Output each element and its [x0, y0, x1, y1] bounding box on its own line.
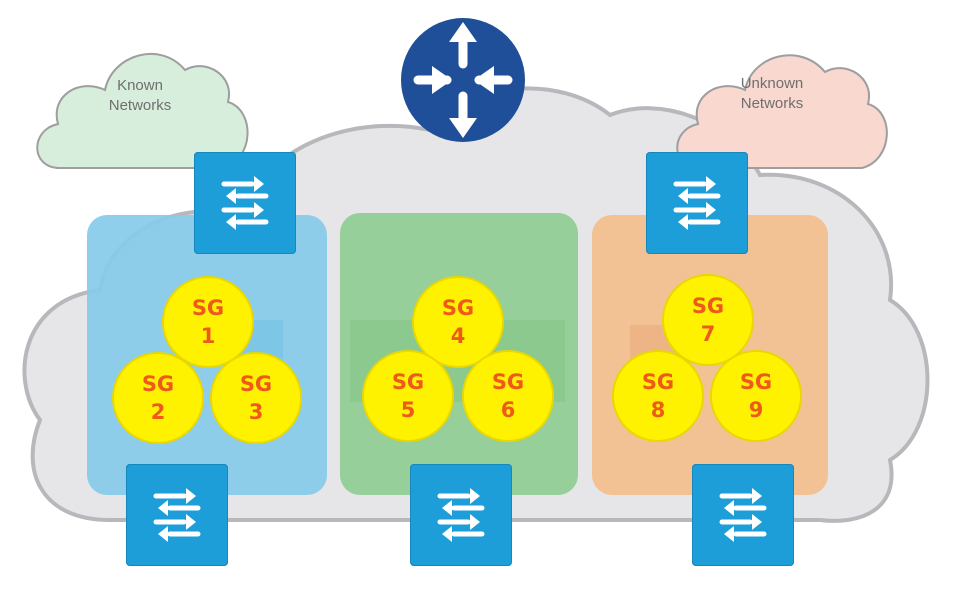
sg-3-label: SG [239, 372, 273, 396]
switch-icon-bottom-right [692, 464, 794, 566]
sg-1-label: SG [191, 296, 225, 320]
switch-icon-top-left [194, 152, 296, 254]
sg-8: SG 8 [612, 350, 704, 442]
switch-icon-bottom-center [410, 464, 512, 566]
switch-arrows-icon [437, 488, 485, 542]
sg-7-label: SG [691, 294, 725, 318]
sg-4: SG 4 [412, 276, 504, 368]
sg-6: SG 6 [462, 350, 554, 442]
sg-1-number: 1 [200, 324, 216, 348]
unknown-networks-line2: Networks [740, 95, 804, 112]
sg-7-number: 7 [700, 322, 716, 346]
known-networks-line1: Known [117, 77, 163, 94]
sg-8-number: 8 [650, 398, 666, 422]
sg-7: SG 7 [662, 274, 754, 366]
sg-9-number: 9 [748, 398, 764, 422]
sg-2: SG 2 [112, 352, 204, 444]
sg-2-number: 2 [150, 400, 166, 424]
known-networks-label: Known Networks [80, 76, 200, 116]
sg-5-label: SG [391, 370, 425, 394]
sg-1: SG 1 [162, 276, 254, 368]
unknown-networks-line1: Unknown [740, 75, 804, 92]
sg-6-label: SG [491, 370, 525, 394]
sg-5: SG 5 [362, 350, 454, 442]
sg-6-number: 6 [500, 398, 516, 422]
sg-8-label: SG [641, 370, 675, 394]
sg-4-label: SG [441, 296, 475, 320]
switch-arrows-icon [221, 176, 269, 230]
known-networks-line2: Networks [108, 97, 172, 114]
switch-arrows-icon [719, 488, 767, 542]
sg-9-label: SG [739, 370, 773, 394]
sg-3: SG 3 [210, 352, 302, 444]
sg-9: SG 9 [710, 350, 802, 442]
unknown-networks-label: Unknown Networks [712, 74, 832, 114]
sg-3-number: 3 [248, 400, 264, 424]
switch-arrows-icon [153, 488, 201, 542]
router-icon [401, 18, 525, 142]
switch-arrows-icon [673, 176, 721, 230]
sg-5-number: 5 [400, 398, 416, 422]
unknown-networks-cloud [676, 54, 888, 169]
sg-4-number: 4 [450, 324, 466, 348]
known-networks-cloud [36, 53, 249, 169]
sg-2-label: SG [141, 372, 175, 396]
switch-icon-bottom-left [126, 464, 228, 566]
switch-icon-top-right [646, 152, 748, 254]
